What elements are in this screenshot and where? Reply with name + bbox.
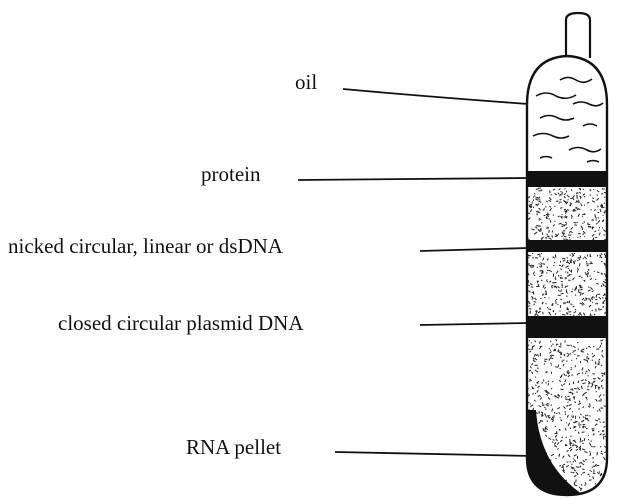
- label-closed-plasmid-dna: closed circular plasmid DNA: [58, 313, 304, 334]
- label-nicked-dna: nicked circular, linear or dsDNA: [8, 236, 283, 257]
- label-oil: oil: [295, 72, 317, 93]
- rna-pellet-leader-line: [335, 452, 532, 456]
- nicked-dna-leader-line: [420, 248, 528, 251]
- plasmid-dna-band: [520, 316, 620, 338]
- label-rna-pellet: RNA pellet: [186, 437, 281, 458]
- tube-neck: [566, 13, 590, 58]
- closed-plasmid-leader-line: [420, 323, 528, 325]
- oil-leader-line: [343, 89, 528, 104]
- protein-band: [520, 171, 620, 187]
- label-protein: protein: [201, 164, 260, 185]
- linear-dna-band: [520, 240, 620, 252]
- protein-leader-line: [298, 178, 528, 180]
